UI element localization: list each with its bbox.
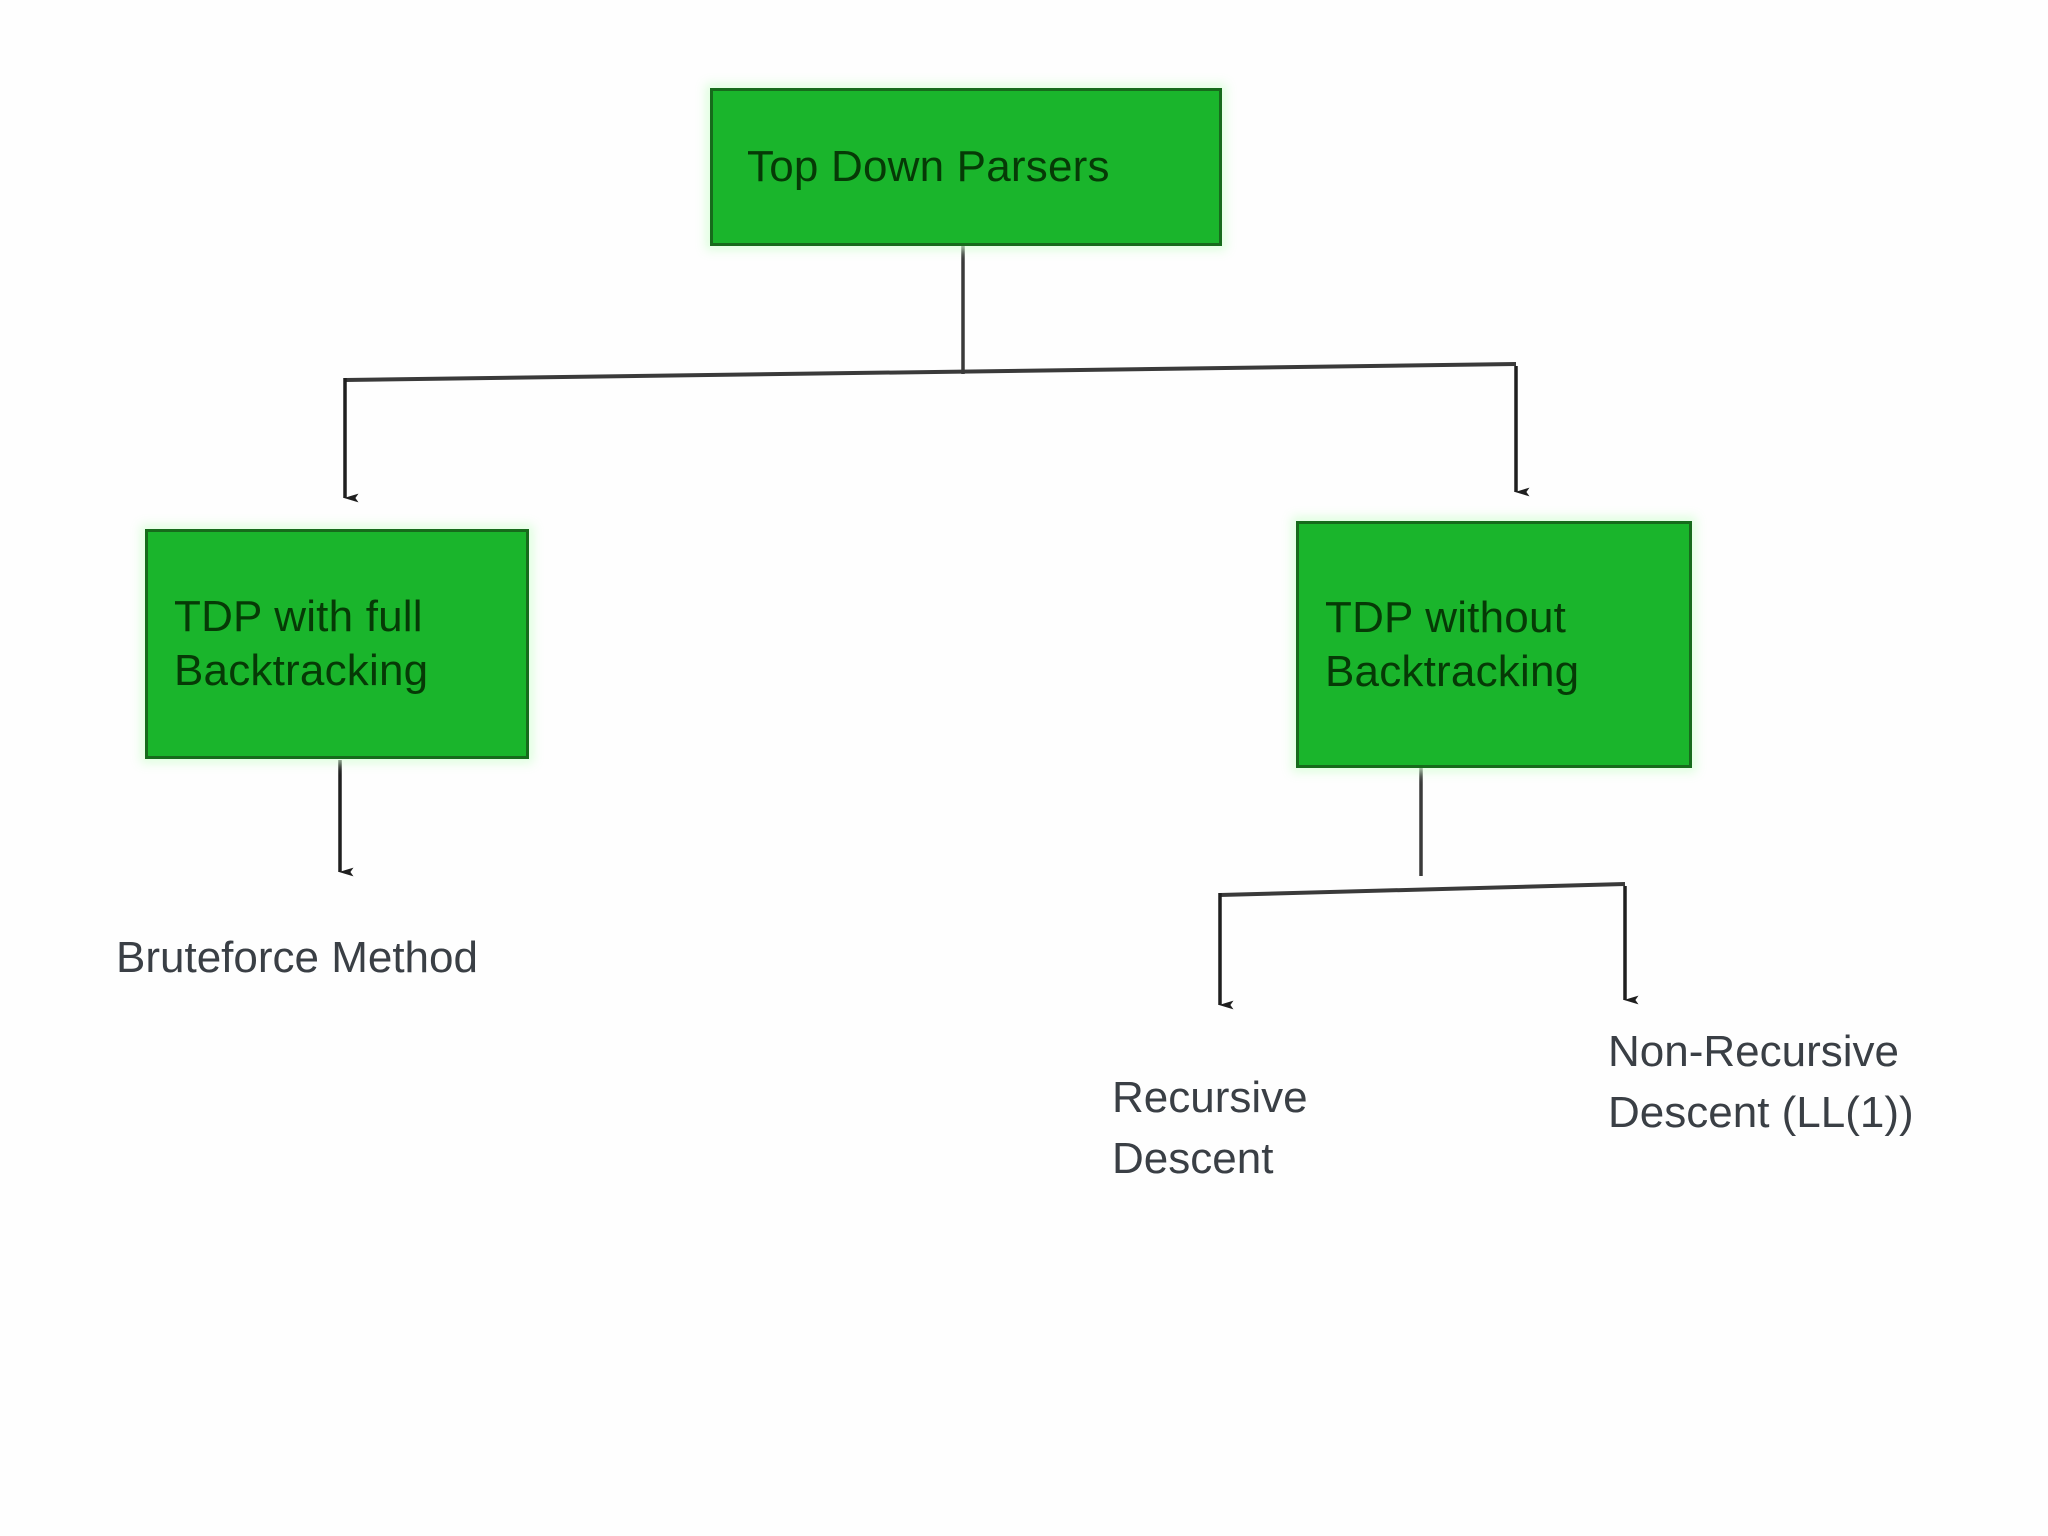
leaf-non-recursive-descent: Non-Recursive Descent (LL(1)) [1608, 1027, 1914, 1137]
node-top-down-parsers-label: Top Down Parsers [747, 142, 1110, 192]
edge-top-split-bar [344, 362, 1517, 382]
node-top-down-parsers[interactable]: Top Down Parsers [710, 88, 1222, 246]
leaf-recursive-descent: Recursive Descent [1112, 1073, 1308, 1183]
node-tdp-without-backtracking-label: TDP without Backtracking [1325, 592, 1580, 696]
edge-lower-split-bar [1219, 882, 1626, 897]
node-tdp-with-full-backtracking-label: TDP with full Backtracking [174, 592, 429, 695]
node-tdp-with-full-backtracking[interactable]: TDP with full Backtracking [145, 529, 529, 759]
leaf-bruteforce-method: Bruteforce Method [116, 933, 478, 982]
node-tdp-without-backtracking[interactable]: TDP without Backtracking [1296, 521, 1692, 768]
